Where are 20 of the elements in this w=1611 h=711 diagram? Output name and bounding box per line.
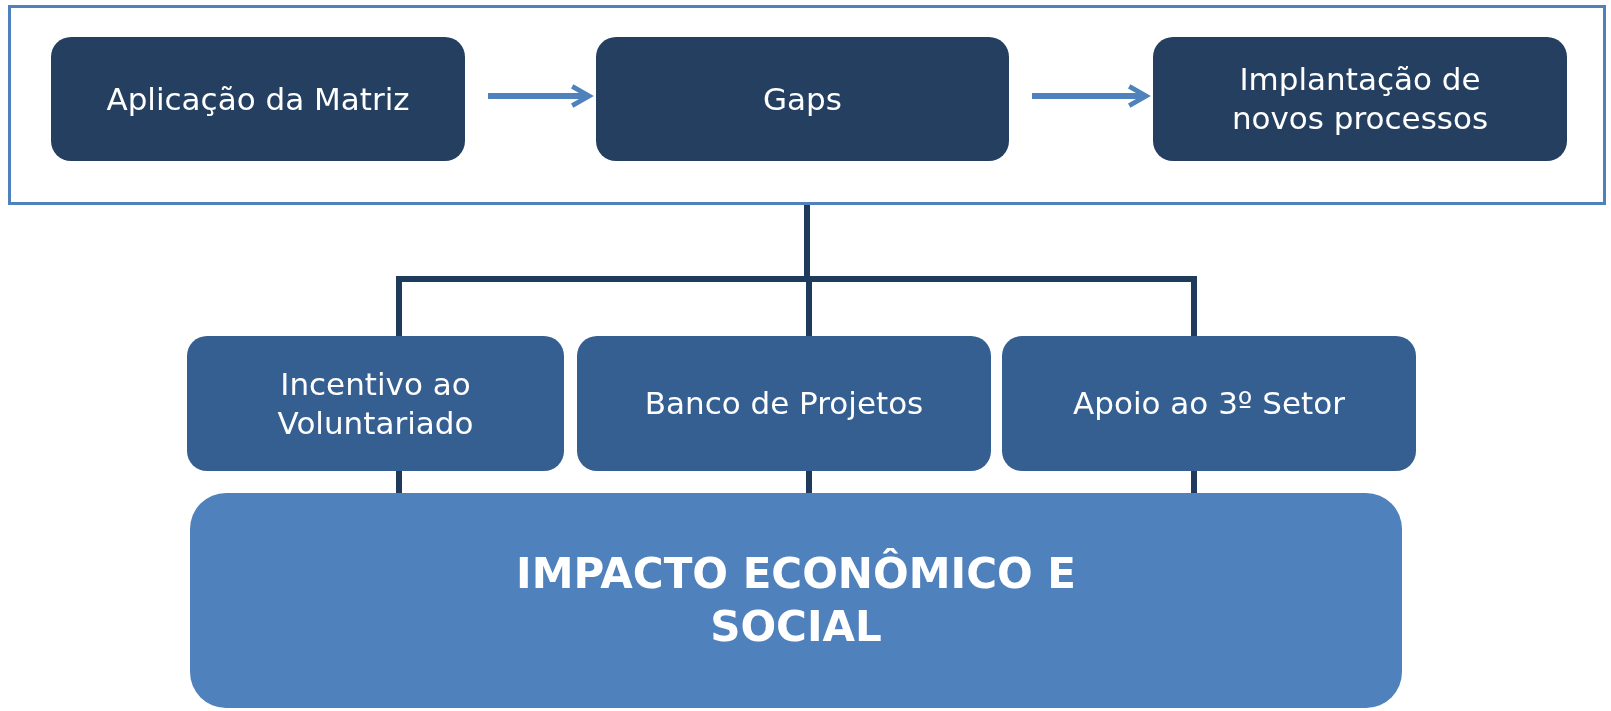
box-label: Implantação de novos processos — [1230, 60, 1490, 138]
box-label: Apoio ao 3º Setor — [1073, 384, 1345, 423]
box-label: Incentivo ao Voluntariado — [276, 364, 475, 443]
box-label: Aplicação da Matriz — [106, 79, 410, 119]
box-label: IMPACTO ECONÔMICO E SOCIAL — [515, 548, 1077, 653]
program-box — [1002, 336, 1416, 471]
process-box — [596, 37, 1009, 161]
connector-line — [396, 471, 402, 493]
process-box — [51, 37, 465, 161]
process-box — [1153, 37, 1567, 161]
arrow — [1032, 84, 1149, 108]
container-box — [8, 5, 1606, 205]
box-label: Gaps — [763, 79, 842, 119]
connector-line — [1191, 471, 1197, 493]
connector-line — [806, 471, 812, 493]
program-box — [577, 336, 991, 471]
arrow — [488, 84, 592, 108]
box-label: Banco de Projetos — [644, 384, 924, 423]
outcome-box — [190, 493, 1402, 708]
program-box — [187, 336, 564, 471]
